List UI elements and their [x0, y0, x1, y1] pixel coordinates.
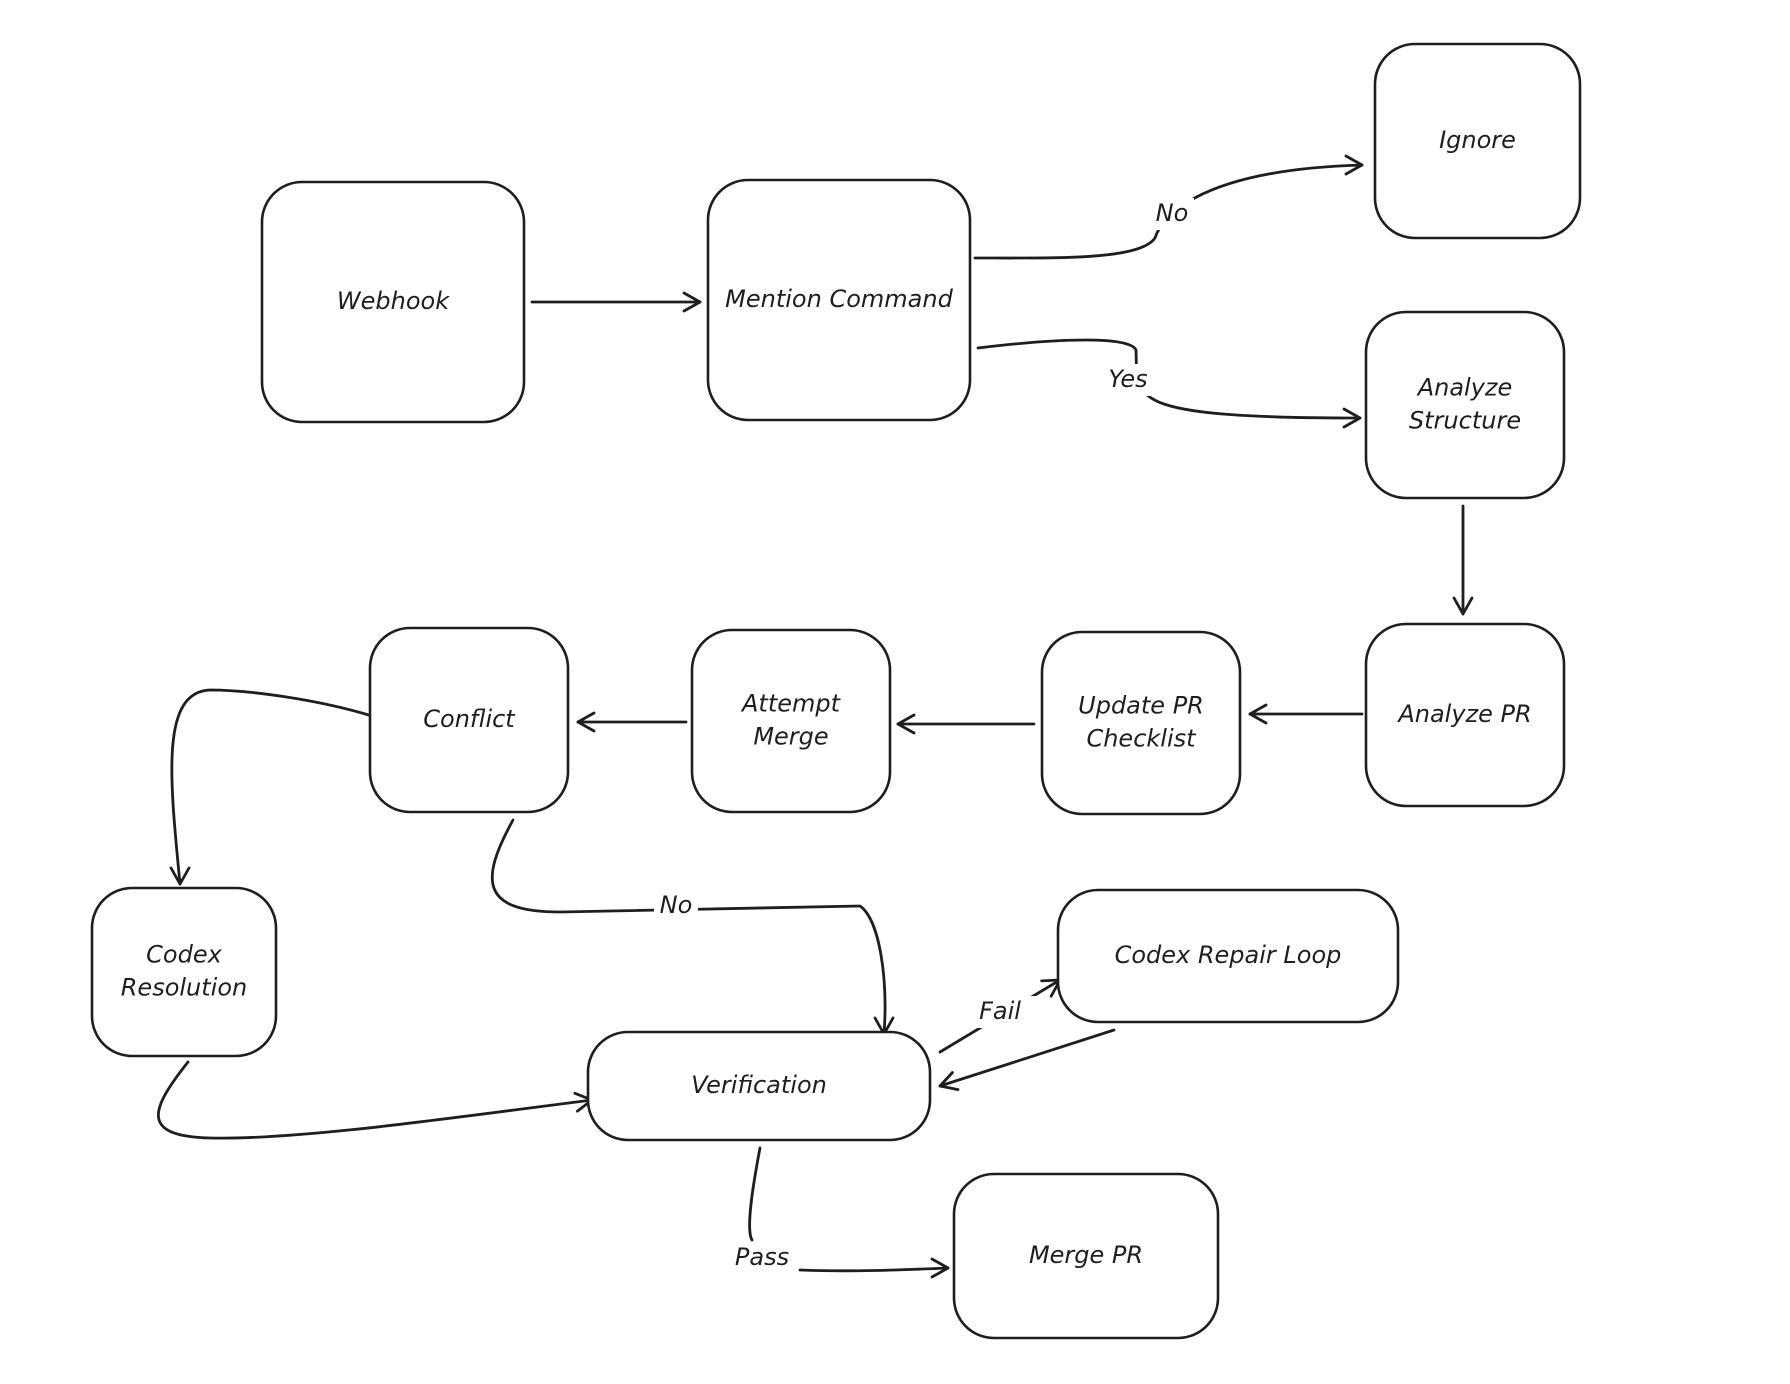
node-box — [260, 180, 526, 424]
edge-label: Yes — [1108, 365, 1147, 393]
node-box — [952, 1172, 1220, 1340]
node-label: Resolution — [121, 974, 247, 1002]
arrowhead-icon — [1342, 407, 1362, 429]
node-box — [706, 178, 972, 422]
node-mention[interactable]: Mention Command — [706, 178, 972, 422]
connector-line — [748, 1146, 950, 1273]
node-label: Mention Command — [725, 285, 953, 313]
node-ignore[interactable]: Ignore — [1373, 42, 1582, 240]
arrowhead-icon — [938, 1071, 960, 1092]
node-label: Codex — [146, 941, 222, 969]
edge-conflict-verification: No — [491, 818, 895, 1036]
node-box — [690, 628, 892, 814]
edge-verification-merge: Pass — [726, 1146, 950, 1279]
edge-webhook-mention — [530, 291, 702, 313]
edge-attempt-merge-conflict — [576, 711, 688, 733]
node-box — [586, 1030, 932, 1142]
edge-label-background — [654, 890, 698, 922]
edge-verification-repair: Fail — [938, 978, 1062, 1054]
edge-label: No — [660, 891, 693, 919]
node-box — [90, 886, 278, 1058]
node-label: Webhook — [337, 287, 450, 315]
arrowhead-icon — [169, 866, 191, 886]
arrowhead-icon — [1452, 596, 1474, 616]
node-box — [1364, 622, 1566, 808]
node-label: Attempt — [740, 690, 842, 718]
node-box — [368, 626, 570, 814]
edge-structure-analyze-pr — [1452, 504, 1474, 616]
node-label: Structure — [1409, 407, 1521, 435]
connector-line — [170, 688, 374, 886]
connector-line — [491, 818, 887, 1036]
arrowhead-icon — [1344, 154, 1364, 176]
edge-checklist-attempt-merge — [896, 713, 1036, 735]
node-webhook[interactable]: Webhook — [260, 180, 526, 424]
node-label: Merge PR — [1029, 1241, 1143, 1269]
edge-mention-ignore: No — [973, 154, 1364, 260]
node-merge-pr[interactable]: Merge PR — [952, 1172, 1220, 1340]
edge-label: No — [1156, 199, 1189, 227]
connector-line — [976, 338, 1362, 420]
edge-conflict-codex-resolution — [169, 688, 374, 886]
arrowhead-icon — [896, 713, 916, 735]
node-label: Conflict — [423, 705, 516, 733]
edge-mention-analyze-structure: Yes — [976, 338, 1362, 429]
node-analyze-pr[interactable]: Analyze PR — [1364, 622, 1566, 808]
edge-repair-verification — [938, 1028, 1116, 1092]
node-label: Merge — [753, 723, 828, 751]
arrowhead-icon — [682, 291, 702, 313]
node-box — [1364, 310, 1566, 500]
connector-line — [938, 1028, 1116, 1088]
nodes: Webhook Mention Command IgnoreAnalyzeStruc… — [90, 42, 1582, 1340]
edge-label-background — [1150, 198, 1194, 230]
edge-resolution-verification — [157, 1060, 594, 1140]
edge-analyze-pr-checklist — [1248, 703, 1364, 725]
node-conflict[interactable]: Conflict — [368, 626, 570, 814]
node-verification[interactable]: Verification — [586, 1030, 932, 1142]
node-label: Codex Repair Loop — [1115, 941, 1342, 969]
node-update-checklist[interactable]: Update PR Checklist — [1040, 630, 1242, 816]
node-codex-repair[interactable]: Codex Repair Loop — [1056, 888, 1400, 1024]
arrowhead-icon — [576, 711, 596, 733]
edge-label: Pass — [735, 1243, 789, 1271]
connector-line — [157, 1060, 594, 1140]
node-label: Analyze — [1416, 374, 1513, 402]
node-box — [1040, 630, 1242, 816]
node-label: Verification — [691, 1071, 827, 1099]
edge-label: Fail — [979, 997, 1021, 1025]
node-label: Ignore — [1439, 126, 1516, 154]
edge-label-background — [1099, 364, 1157, 396]
node-label: Analyze PR — [1396, 700, 1531, 728]
connector-line — [973, 163, 1364, 260]
edge-label-background — [726, 1242, 798, 1274]
arrowhead-icon — [930, 1257, 950, 1279]
node-box — [1056, 888, 1400, 1024]
edge-label-background — [964, 996, 1036, 1028]
node-box — [1373, 42, 1582, 240]
arrowhead-icon — [1248, 703, 1268, 725]
node-label: Update PR — [1078, 692, 1204, 720]
node-label: Checklist — [1086, 725, 1197, 753]
